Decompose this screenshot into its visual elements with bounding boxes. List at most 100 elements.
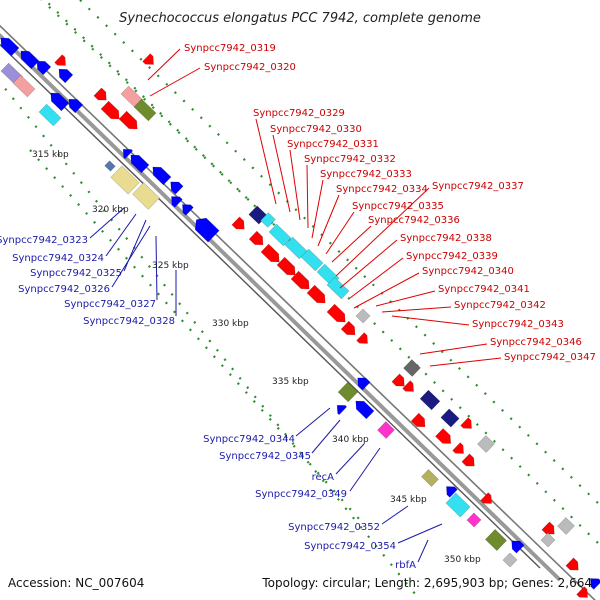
gene-leader-line bbox=[149, 67, 201, 97]
gene-feature bbox=[20, 50, 40, 70]
gene-leader-line bbox=[417, 539, 429, 563]
gene-feature bbox=[133, 98, 157, 122]
gene-feature bbox=[300, 248, 324, 272]
gene-feature bbox=[435, 428, 452, 444]
gene-feature bbox=[485, 529, 507, 551]
gene-feature bbox=[93, 87, 107, 101]
gene-feature bbox=[557, 517, 575, 535]
gene-leader-line bbox=[339, 239, 398, 289]
gene-label: Synpcc7942_0344 bbox=[203, 434, 295, 445]
gene-label: Synpcc7942_0329 bbox=[253, 108, 345, 119]
gene-feature bbox=[460, 417, 472, 429]
gene-feature bbox=[452, 442, 464, 454]
gene-leader-line bbox=[147, 48, 181, 81]
gene-label: Synpcc7942_0352 bbox=[288, 522, 380, 533]
gene-feature bbox=[122, 148, 134, 160]
gene-feature bbox=[110, 165, 140, 195]
gene-feature bbox=[445, 492, 471, 518]
gene-feature bbox=[391, 373, 405, 387]
kbp-tick-label: 350 kbp bbox=[444, 555, 481, 565]
gene-label: Synpcc7942_0345 bbox=[219, 451, 311, 462]
gene-label: recA bbox=[312, 472, 335, 483]
gene-label: Synpcc7942_0341 bbox=[438, 284, 530, 295]
gene-label: Synpcc7942_0334 bbox=[336, 184, 428, 195]
gene-label: Synpcc7942_0326 bbox=[18, 284, 110, 295]
accession-label: Accession: NC_007604 bbox=[8, 576, 144, 590]
gene-feature bbox=[58, 68, 74, 84]
gene-feature bbox=[461, 453, 475, 467]
gene-leader-line bbox=[289, 149, 301, 221]
gene-leader-line bbox=[381, 505, 409, 525]
gene-leader-line bbox=[419, 343, 488, 355]
gene-label: Synpcc7942_0328 bbox=[83, 316, 175, 327]
gene-feature bbox=[142, 53, 154, 65]
gene-feature bbox=[337, 381, 359, 403]
gene-leader-line bbox=[375, 290, 436, 307]
gene-leader-line bbox=[155, 235, 158, 301]
gene-feature bbox=[377, 421, 395, 439]
gene-label: Synpcc7942_0343 bbox=[472, 319, 564, 330]
gene-label: Synpcc7942_0337 bbox=[432, 181, 524, 192]
gene-feature bbox=[565, 557, 579, 571]
gene-feature bbox=[231, 216, 245, 230]
gene-leader-line bbox=[349, 447, 381, 492]
gene-label: Synpcc7942_0331 bbox=[287, 139, 379, 150]
kbp-tick-label: 340 kbp bbox=[332, 435, 369, 445]
backbone-inner-line bbox=[0, 24, 596, 600]
gene-feature bbox=[356, 332, 368, 344]
gene-feature bbox=[326, 303, 346, 323]
gene-feature bbox=[541, 521, 555, 535]
gene-feature bbox=[12, 74, 36, 98]
gene-leader-line bbox=[111, 225, 151, 288]
gene-label: Synpcc7942_0320 bbox=[204, 62, 296, 73]
backbone-band bbox=[0, 32, 562, 582]
gene-feature bbox=[290, 270, 310, 290]
gene-leader-line bbox=[306, 164, 309, 229]
gene-feature bbox=[104, 160, 116, 172]
gene-leader-line bbox=[429, 357, 502, 367]
gene-label: Synpcc7942_0327 bbox=[64, 299, 156, 310]
gene-feature bbox=[38, 103, 62, 127]
gene-label: Synpcc7942_0338 bbox=[400, 233, 492, 244]
gene-feature bbox=[355, 400, 375, 420]
gene-leader-line bbox=[353, 272, 420, 309]
gene-leader-line bbox=[397, 523, 443, 544]
kbp-tick-label: 335 kbp bbox=[272, 377, 309, 387]
topology-label: Topology: circular; Length: 2,695,903 bp… bbox=[261, 576, 592, 590]
kbp-tick-label: 320 kbp bbox=[92, 205, 129, 215]
kbp-tick-label: 345 kbp bbox=[390, 495, 427, 505]
gene-feature bbox=[130, 154, 150, 174]
gene-feature bbox=[402, 380, 414, 392]
gene-feature bbox=[248, 230, 264, 246]
label-leader-lines bbox=[89, 48, 502, 563]
gene-feature bbox=[466, 512, 482, 528]
backbone-outer-line bbox=[0, 43, 541, 569]
gene-leader-line bbox=[311, 179, 324, 239]
gene-label: Synpcc7942_0335 bbox=[352, 201, 444, 212]
gene-feature bbox=[36, 60, 52, 76]
gene-feature bbox=[576, 586, 588, 598]
gene-label: Synpcc7942_0319 bbox=[184, 43, 276, 54]
kbp-tick-label: 330 kbp bbox=[212, 319, 249, 329]
gene-feature bbox=[182, 204, 194, 216]
gene-feature bbox=[306, 284, 326, 304]
gene-feature bbox=[540, 532, 556, 548]
kbp-tick-label: 325 kbp bbox=[152, 261, 189, 271]
gene-label: Synpcc7942_0347 bbox=[504, 352, 596, 363]
gene-feature bbox=[355, 308, 371, 324]
gene-leader-line bbox=[325, 211, 355, 255]
gene-feature bbox=[446, 486, 458, 498]
gene-feature bbox=[326, 276, 350, 300]
gene-label: Synpcc7942_0346 bbox=[490, 337, 582, 348]
gene-feature bbox=[502, 552, 518, 568]
gene-feature bbox=[260, 212, 276, 228]
gene-label: Synpcc7942_0336 bbox=[368, 215, 460, 226]
genome-backbone bbox=[0, 24, 596, 600]
gene-leader-line bbox=[335, 443, 365, 475]
gene-feature bbox=[357, 377, 371, 391]
gene-leader-line bbox=[391, 315, 470, 326]
